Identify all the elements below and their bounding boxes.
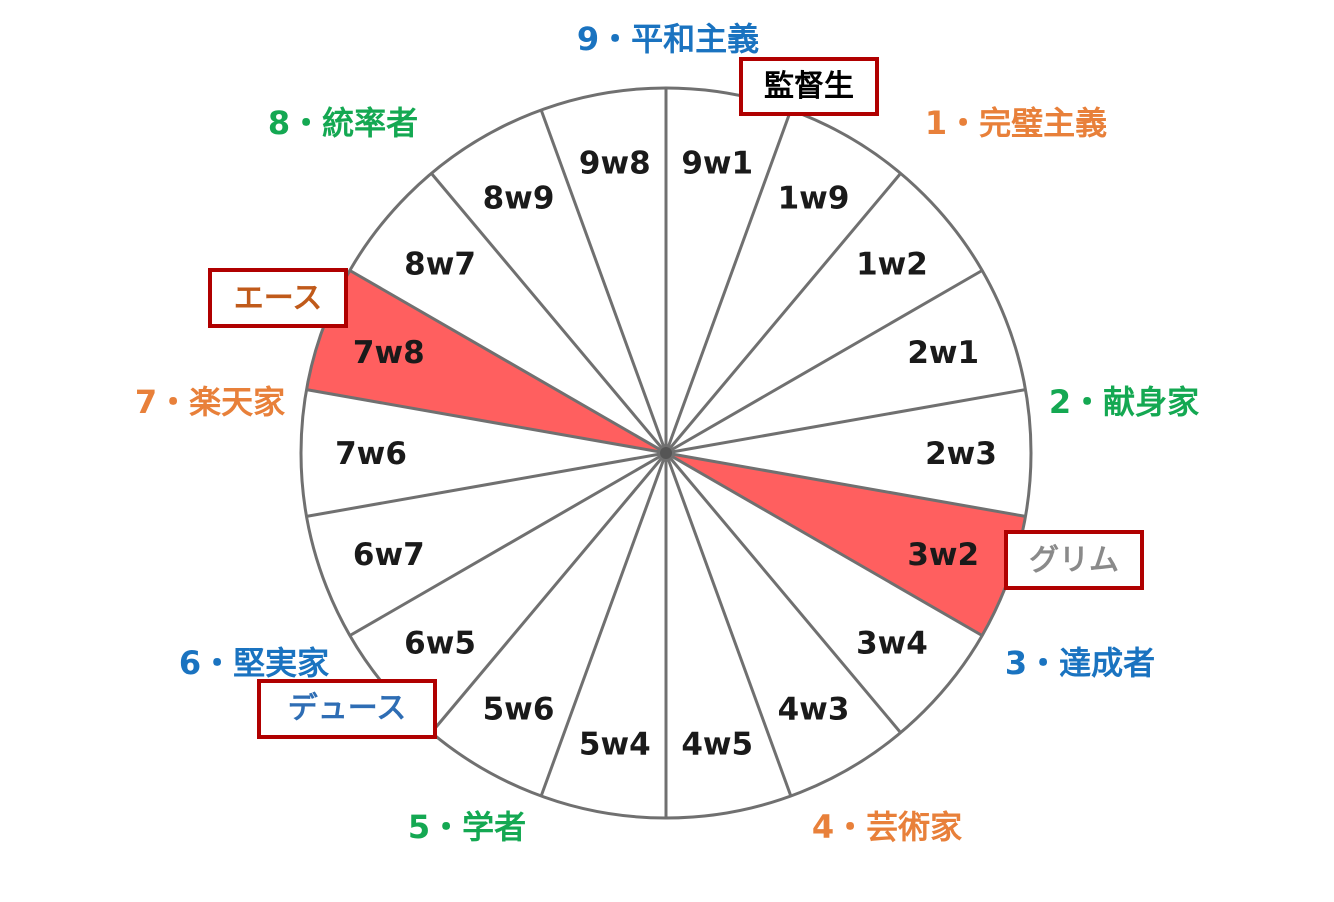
spoke-line [664,452,902,734]
segment-label-9w1: 9w1 [681,145,753,181]
callout-grim: グリム [1004,530,1144,590]
segment-4w3 [666,453,901,796]
segment-label-5w6: 5w6 [483,691,555,727]
segment-2w3 [666,389,1031,517]
segment-7w6 [300,389,666,517]
segment-3w2-highlighted [666,453,1026,636]
segment-7w8-highlighted [306,270,666,453]
spoke-line [664,172,902,454]
type-label-5: 5・学者 [408,808,526,846]
wheel-outer-ring [299,86,1033,820]
segment-9w1 [666,88,791,453]
segment-label-8w7: 8w7 [404,246,476,282]
type-label-6: 6・堅実家 [179,644,329,682]
segment-5w4 [541,453,666,818]
callout-deuce: デュース [257,679,437,739]
callout-text: エース [234,281,323,316]
spokes-group [306,88,1026,818]
spoke-line [539,452,668,797]
callout-text: デュース [288,691,407,726]
segment-9w8 [541,88,666,453]
segment-label-9w8: 9w8 [579,145,651,181]
segment-label-7w8: 7w8 [353,335,425,371]
spoke-line [665,388,1026,455]
segment-label-6w7: 6w7 [353,537,425,573]
type-label-3: 3・達成者 [1005,644,1155,682]
segment-label-3w2: 3w2 [907,537,979,573]
type-label-1: 1・完璧主義 [925,104,1107,142]
segment-label-4w5: 4w5 [681,727,753,763]
type-label-9: 9・平和主義 [577,20,759,58]
spoke-line [664,452,793,797]
callout-kantokusei: 監督生 [739,57,879,116]
callout-text: 監督生 [764,69,854,104]
segment-1w9 [666,110,901,453]
segment-label-4w3: 4w3 [778,691,850,727]
segment-5w6 [431,453,666,796]
segment-label-5w4: 5w4 [579,727,651,763]
spoke-line [306,451,667,518]
segment-label-1w2: 1w2 [856,246,928,282]
segment-label-8w9: 8w9 [483,181,555,217]
type-label-7: 7・楽天家 [135,383,285,421]
segments-group [300,88,1031,818]
segment-label-2w1: 2w1 [907,335,979,371]
spoke-line [665,451,983,637]
callout-box [739,57,879,116]
spoke-line [306,388,667,455]
wheel-center-hub [660,447,672,459]
callout-box [208,268,348,328]
segment-6w7 [306,453,666,636]
spoke-line [430,172,668,454]
spoke-line [664,109,793,454]
segment-label-6w5: 6w5 [404,626,476,662]
type-label-4: 4・芸術家 [812,808,962,846]
spoke-line [349,269,667,455]
spoke-line [349,451,667,637]
segment-8w7 [349,173,666,453]
segment-6w5 [349,453,666,733]
segment-label-7w6: 7w6 [335,436,407,472]
spoke-line [665,451,1026,518]
spoke-line [430,452,668,734]
spoke-line [539,109,668,454]
callout-ace: エース [208,268,348,328]
callout-box [1004,530,1144,590]
segment-label-1w9: 1w9 [778,181,850,217]
segment-3w4 [666,453,983,733]
spoke-line [665,269,983,455]
segment-1w2 [666,173,983,453]
type-label-2: 2・献身家 [1049,383,1199,421]
segment-4w5 [666,453,791,818]
segment-8w9 [431,110,666,453]
segment-label-2w3: 2w3 [925,436,997,472]
type-label-8: 8・統率者 [268,104,418,142]
callout-text: グリム [1029,543,1119,578]
callout-box [257,679,437,739]
segment-label-3w4: 3w4 [856,626,928,662]
segment-2w1 [666,270,1026,453]
